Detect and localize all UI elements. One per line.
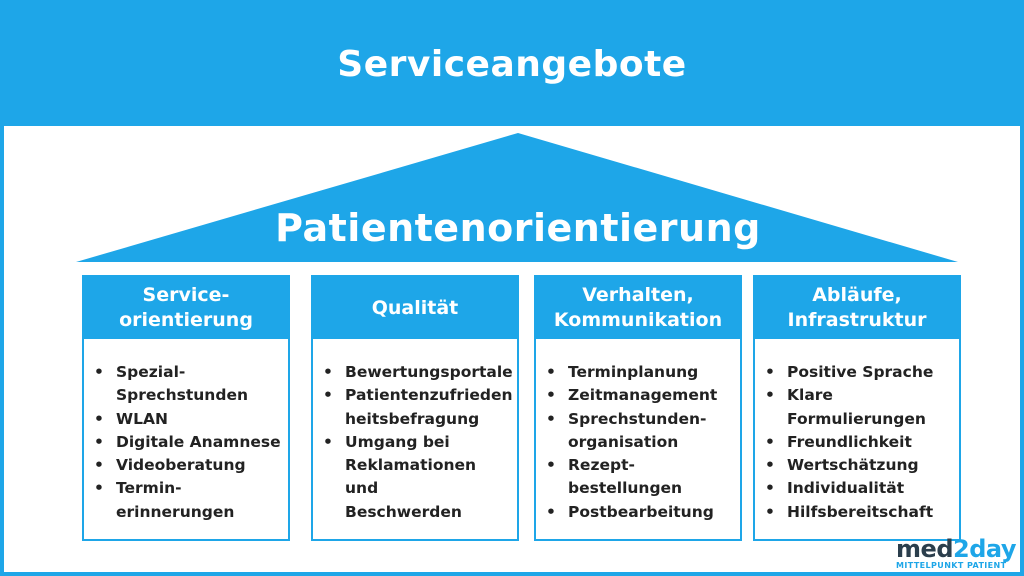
list-item: Bewertungsportale	[321, 361, 513, 385]
list-item: Termin-	[92, 477, 284, 501]
pillar-title-line2: Infrastruktur	[787, 309, 927, 331]
roof-shape	[76, 133, 958, 262]
logo-part2: 2day	[953, 535, 1016, 563]
pillar-serviceorientierung: Service- orientierung Spezial- Sprechstu…	[82, 275, 290, 541]
list-item: Hilfsbereitschaft	[763, 501, 955, 525]
list-item: Klare	[763, 384, 955, 408]
pillar-ablaeufe-infrastruktur: Abläufe, Infrastruktur Positive Sprache …	[753, 275, 961, 541]
list-item: Sprechstunden-	[544, 408, 736, 432]
list-item-continuation: Reklamationen und	[345, 456, 477, 498]
list-item-continuation: organisation	[568, 432, 679, 451]
pillar-title-line1: Qualität	[371, 296, 459, 319]
list-item: Rezept-	[544, 454, 736, 478]
header-banner: Serviceangebote	[0, 0, 1024, 128]
pillar-qualitaet: Qualität Bewertungsportale Patientenzufr…	[311, 275, 519, 541]
list-item: Digitale Anamnese	[92, 431, 284, 455]
logo-tagline: MITTELPUNKT PATIENT	[896, 561, 1007, 570]
list-item-continuation: erinnerungen	[116, 502, 235, 521]
pillar-heading: Verhalten, Kommunikation	[536, 277, 740, 339]
list-item-continuation: bestellungen	[568, 479, 683, 498]
pillar-title-line1: Abläufe,	[812, 284, 902, 307]
pillar-heading: Qualität	[313, 277, 517, 339]
list-item-continuation: heitsbefragung	[345, 409, 480, 428]
list-item: Videoberatung	[92, 454, 284, 478]
pillar-item-list: Positive Sprache Klare Formulierungen Fr…	[755, 339, 959, 524]
list-item: Zeitmanagement	[544, 384, 736, 408]
pillar-item-list: Terminplanung Zeitmanagement Sprechstund…	[536, 339, 740, 524]
pillar-verhalten-kommunikation: Verhalten, Kommunikation Terminplanung Z…	[534, 275, 742, 541]
list-item: Umgang bei	[321, 431, 513, 455]
list-item: Postbearbeitung	[544, 501, 736, 525]
list-item-continuation: Sprechstunden	[116, 386, 248, 405]
pillar-title-line2: Kommunikation	[553, 309, 723, 331]
brand-logo: med2day MITTELPUNKT PATIENT	[896, 537, 1016, 570]
roof-title: Patientenorientierung	[275, 206, 761, 250]
pillar-title-line1: Verhalten,	[582, 284, 694, 307]
list-item-continuation: Beschwerden	[345, 502, 462, 521]
list-item: Spezial-	[92, 361, 284, 385]
page-title: Serviceangebote	[337, 43, 687, 85]
list-item: Wertschätzung	[763, 454, 955, 478]
list-item: Freundlichkeit	[763, 431, 955, 455]
logo-part1: med	[896, 535, 954, 563]
list-item: Individualität	[763, 477, 955, 501]
list-item: Terminplanung	[544, 361, 736, 385]
pillar-heading: Service- orientierung	[84, 277, 288, 339]
pillar-heading: Abläufe, Infrastruktur	[755, 277, 959, 339]
pillar-item-list: Bewertungsportale Patientenzufrieden hei…	[313, 339, 517, 524]
pillar-title-line1: Service-	[142, 284, 230, 307]
pillar-item-list: Spezial- Sprechstunden WLAN Digitale Ana…	[84, 339, 288, 524]
list-item: Positive Sprache	[763, 361, 955, 385]
list-item: WLAN	[92, 408, 284, 432]
list-item-continuation: Formulierungen	[787, 409, 926, 428]
list-item: Patientenzufrieden	[321, 384, 513, 408]
pillar-title-line2: orientierung	[119, 309, 253, 331]
logo-wordmark: med2day	[896, 537, 1016, 561]
